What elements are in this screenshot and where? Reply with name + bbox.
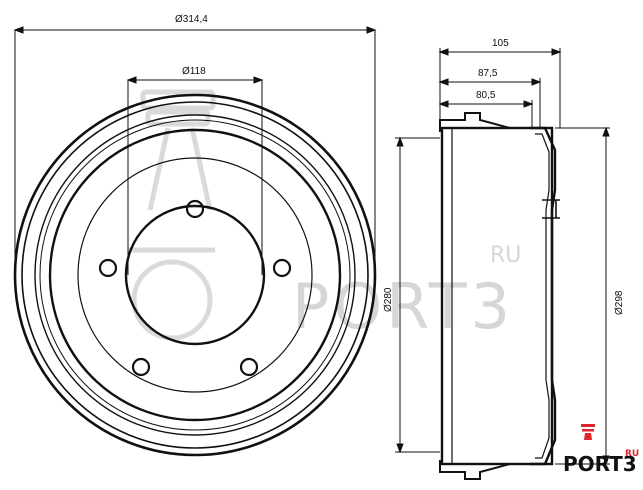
dim-outer-diameter: Ø314,4 [175, 14, 208, 25]
watermark-suffix: RU [490, 243, 521, 268]
logo-suffix: RU [625, 449, 639, 459]
logo-brand: PORT3 [563, 452, 637, 476]
front-dimensions [13, 26, 377, 275]
piston-icon [581, 424, 595, 440]
rim-circle-2 [21, 101, 369, 449]
hub-circle [77, 157, 313, 393]
dim-width-inner: 80,5 [476, 90, 496, 101]
bolt-hole [98, 258, 118, 278]
drum-face-circle [48, 128, 342, 422]
side-dimensions [395, 48, 610, 466]
dim-outer-rim-diameter: Ø298 [614, 290, 625, 315]
rim-circle-4 [39, 119, 351, 431]
dim-width-mid: 87,5 [478, 68, 498, 79]
watermark-brand: PORT3 [292, 270, 514, 343]
bolt-hole [185, 199, 205, 219]
drum-side-view [439, 112, 560, 480]
bolt-hole [131, 357, 151, 377]
center-bore-circle [124, 204, 266, 346]
bolt-hole [239, 357, 259, 377]
dim-width-total: 105 [492, 38, 509, 49]
brand-logo: PORT3 RU [563, 424, 639, 476]
bolt-hole [272, 258, 292, 278]
dim-center-bore: Ø118 [182, 66, 206, 77]
rim-circle-3 [34, 114, 356, 436]
dim-inner-diameter: Ø280 [383, 287, 394, 312]
watermark-piston-icon [128, 89, 216, 341]
